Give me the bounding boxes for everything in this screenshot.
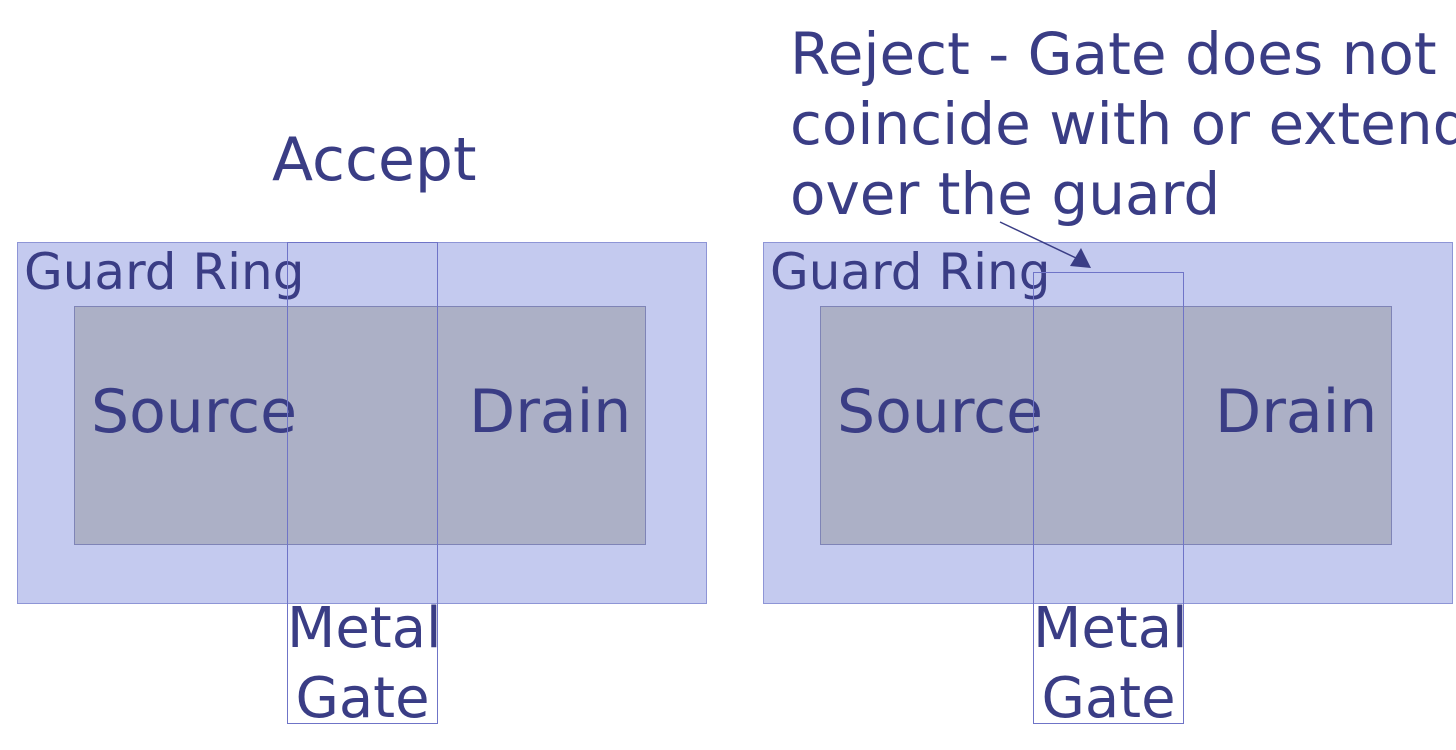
drain-label: Drain	[1215, 377, 1378, 447]
guard-ring-label: Guard Ring	[24, 243, 305, 301]
metal-gate-region	[287, 242, 438, 724]
guard-ring-label: Guard Ring	[770, 243, 1051, 301]
metal-gate-label: Metal Gate	[1033, 594, 1188, 734]
metal-gate-label-line1: Metal	[1033, 596, 1188, 661]
reject-status-line2: coincide with or extend	[790, 90, 1456, 158]
reject-status-line3: over the guard	[790, 160, 1221, 228]
metal-gate-region	[1033, 272, 1184, 724]
reject-status-label: Reject - Gate does not coincide with or …	[790, 19, 1456, 229]
callout-arrow-head	[1070, 248, 1091, 268]
source-label: Source	[91, 377, 298, 447]
accept-status-label: Accept	[272, 125, 477, 195]
source-drain-region	[74, 306, 646, 545]
metal-gate-label: Metal Gate	[287, 594, 442, 734]
reject-status-line1: Reject - Gate does not	[790, 20, 1437, 88]
metal-gate-label-line1: Metal	[287, 596, 442, 661]
source-label: Source	[837, 377, 1044, 447]
drain-label: Drain	[469, 377, 632, 447]
metal-gate-label-line2: Gate	[295, 666, 430, 731]
metal-gate-label-line2: Gate	[1041, 666, 1176, 731]
callout-arrow-line	[999, 221, 1077, 259]
source-drain-region	[820, 306, 1392, 545]
